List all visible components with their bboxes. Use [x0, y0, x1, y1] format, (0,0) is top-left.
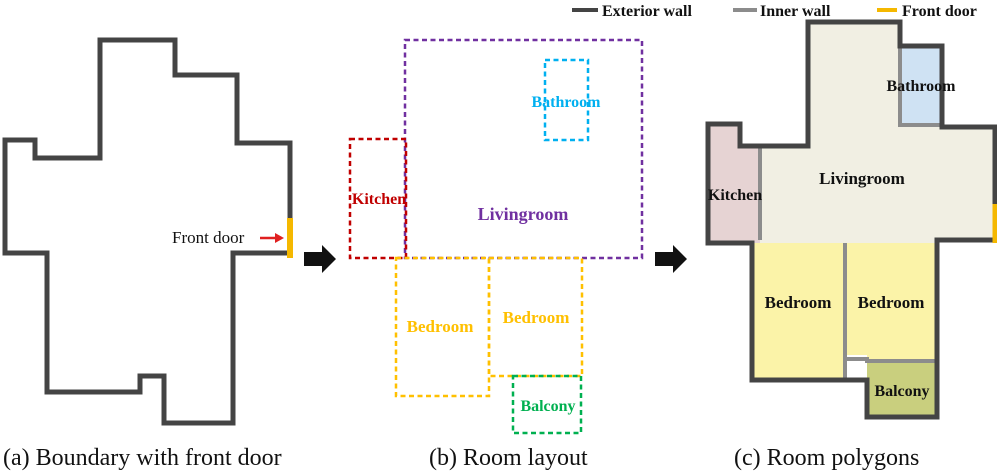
arrow-right-icon — [304, 245, 336, 273]
legend-inner-wall: Inner wall — [760, 3, 831, 20]
panel-b-labels: Bathroom Kitchen Livingroom Bedroom Bedr… — [352, 94, 601, 471]
bedroom-right-polygon — [845, 243, 937, 361]
livingroom-box — [403, 38, 644, 260]
bathroom-label-b: Bathroom — [531, 94, 601, 111]
caption-b: (b) Room layout — [429, 445, 588, 471]
caption-c: (c) Room polygons — [734, 445, 919, 471]
panel-b — [348, 38, 644, 435]
inner-walls — [758, 46, 942, 380]
boundary-outline — [2, 37, 293, 426]
front-door-label: Front door — [172, 228, 245, 247]
bedroom-right-label-b: Bedroom — [503, 308, 570, 327]
bathroom-polygon — [900, 46, 942, 125]
kitchen-label-c: Kitchen — [708, 187, 762, 204]
exterior-wall-outline — [705, 19, 997, 420]
bathroom-box — [543, 58, 590, 142]
bedroom-left-polygon — [752, 243, 845, 380]
legend: Exterior wall Inner wall Front door — [572, 3, 977, 20]
caption-a: (a) Boundary with front door — [3, 445, 282, 471]
front-door-pointer-head — [275, 233, 284, 243]
panel-a: Front door (a) Boundary with front door — [2, 37, 293, 471]
arrow-right-icon — [655, 245, 687, 273]
bedroom-right-label-c: Bedroom — [858, 293, 925, 312]
bedroom-left-label-b: Bedroom — [407, 317, 474, 336]
livingroom-polygon — [760, 22, 995, 243]
balcony-label-c: Balcony — [874, 383, 929, 400]
legend-front-door: Front door — [902, 3, 977, 20]
balcony-polygon — [867, 361, 937, 417]
bedroom-right-box — [487, 256, 584, 378]
livingroom-label-b: Livingroom — [478, 204, 569, 224]
livingroom-label-c: Livingroom — [819, 169, 905, 188]
bedroom-left-label-c: Bedroom — [765, 293, 832, 312]
bathroom-label-c: Bathroom — [886, 78, 956, 95]
kitchen-box — [348, 137, 408, 260]
kitchen-polygon — [708, 124, 760, 243]
kitchen-label-b: Kitchen — [352, 191, 406, 208]
panel-c: Bathroom Kitchen Livingroom Bedroom Bedr… — [705, 19, 997, 471]
balcony-box — [511, 374, 583, 435]
balcony-label-b: Balcony — [520, 398, 575, 415]
legend-exterior-wall: Exterior wall — [602, 3, 692, 20]
